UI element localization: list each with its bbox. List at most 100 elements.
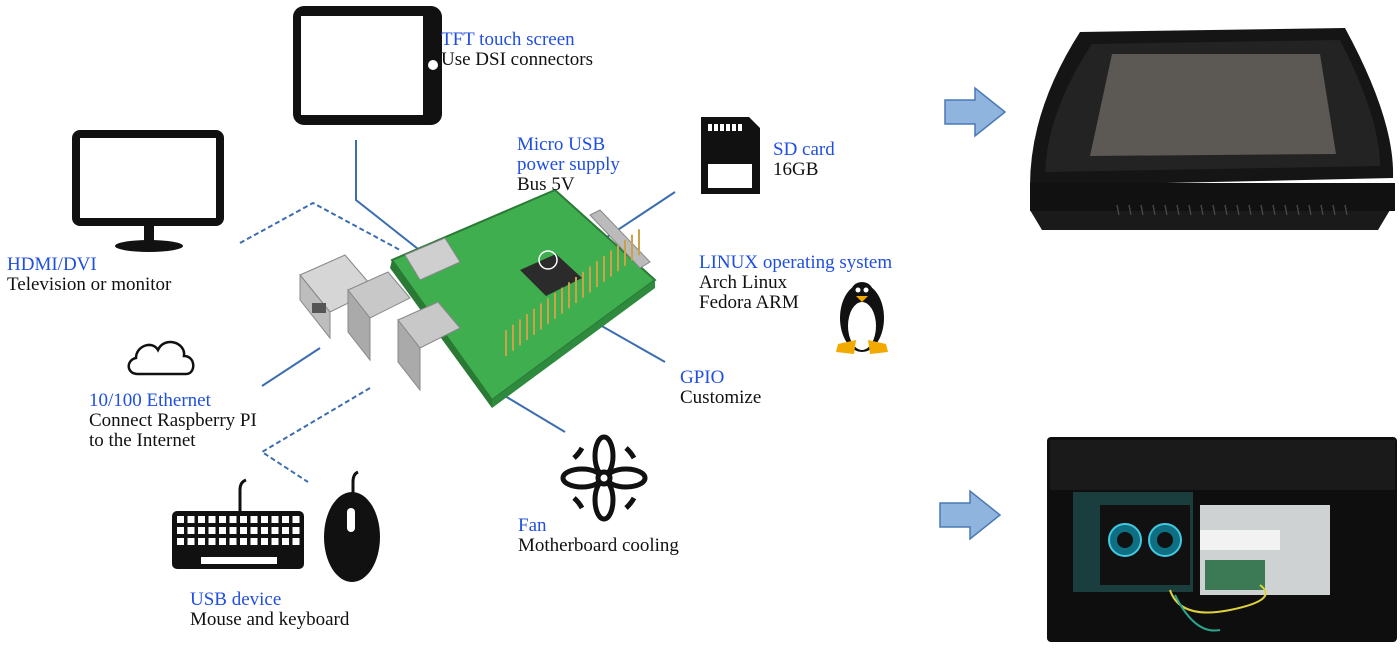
- keyboard-key: [198, 527, 205, 534]
- vent-slot: [1200, 204, 1204, 216]
- gpio-pin: [547, 298, 549, 325]
- vent-slot: [1164, 204, 1168, 216]
- gpio-pin: [575, 277, 577, 303]
- raspberry-pi-board: [299, 188, 657, 408]
- gpio-pin: [631, 234, 633, 261]
- sd-subtitle: 16GB: [773, 158, 819, 180]
- sd-label: SD card 16GB: [773, 140, 835, 180]
- ethernet-connector: [261, 347, 321, 387]
- vent-slot: [1152, 204, 1156, 216]
- keyboard-key: [271, 516, 279, 523]
- vent-slot: [1332, 204, 1336, 216]
- linux-title: LINUX operating system: [699, 252, 893, 273]
- vent-slot: [1248, 204, 1252, 216]
- gpio-pin: [596, 261, 598, 288]
- linux-subtitle-2: Fedora ARM: [699, 291, 799, 313]
- gpio-title: GPIO: [680, 367, 725, 388]
- keyboard-key: [282, 527, 289, 534]
- keyboard-key: [177, 516, 184, 523]
- tft-title: TFT touch screen: [441, 29, 575, 50]
- sd-title: SD card: [773, 139, 835, 160]
- gpio-connector: [599, 324, 666, 363]
- usb-power-label: Micro USB power supply Bus 5V: [517, 135, 620, 195]
- keyboard-key: [261, 538, 268, 545]
- gpio-pin: [617, 245, 619, 272]
- keyboard-key: [187, 538, 195, 545]
- vent-slot: [1344, 204, 1348, 216]
- keyboard-key: [261, 516, 268, 523]
- keyboard-key: [219, 527, 226, 534]
- vent-slot: [1188, 204, 1192, 216]
- keyboard-key: [219, 516, 226, 523]
- usb-device-title: USB device: [190, 589, 282, 610]
- keyboard-key: [261, 527, 268, 534]
- keyboard-key: [208, 538, 216, 545]
- vent-slot: [1128, 204, 1132, 216]
- keyboard-key: [250, 538, 258, 545]
- keyboard-key: [187, 516, 195, 523]
- gpio-pin: [540, 303, 542, 330]
- usb-device-label: USB device Mouse and keyboard: [190, 590, 349, 630]
- keyboard-key: [292, 538, 300, 545]
- fan-icon: [560, 434, 648, 522]
- monitor-icon: [72, 130, 224, 252]
- linux-label: LINUX operating system Arch Linux Fedora…: [699, 253, 892, 313]
- vent-slot: [1296, 204, 1300, 216]
- gpio-pin: [568, 282, 570, 309]
- keyboard-key: [208, 516, 216, 523]
- keyboard-key: [198, 538, 205, 545]
- vent-slot: [1224, 204, 1228, 216]
- gpio-pin: [533, 308, 535, 335]
- sd-connector: [594, 191, 676, 246]
- gpio-pin: [554, 292, 556, 319]
- sd-card-icon: [701, 117, 760, 194]
- usb-device-subtitle: Mouse and keyboard: [190, 608, 350, 630]
- right-arrow-icon: [944, 86, 1007, 138]
- gpio-pin: [561, 287, 563, 314]
- gpio-pin: [526, 314, 528, 341]
- gpio-pin: [589, 266, 591, 293]
- keyboard-key: [292, 516, 300, 523]
- assembled-device-photo: [1030, 28, 1395, 230]
- ethernet-title: 10/100 Ethernet: [89, 390, 211, 411]
- gpio-pin: [512, 324, 514, 351]
- linux-subtitle-1: Arch Linux: [699, 271, 788, 293]
- keyboard-key: [271, 538, 279, 545]
- keyboard-icon: [172, 478, 304, 569]
- fan-subtitle: Motherboard cooling: [518, 534, 679, 556]
- vent-slot: [1236, 204, 1240, 216]
- keyboard-key: [229, 538, 237, 545]
- keyboard-key: [177, 527, 184, 534]
- gpio-label: GPIO Customize: [680, 368, 761, 408]
- vent-slot: [1272, 204, 1276, 216]
- gpio-pin: [505, 330, 507, 356]
- gpio-subtitle: Customize: [680, 386, 762, 408]
- keyboard-key: [292, 527, 300, 534]
- usb-power-title-line2: power supply: [517, 153, 620, 175]
- ethernet-subtitle-1: Connect Raspberry PI: [89, 409, 257, 431]
- linux-penguin-icon: [836, 282, 888, 354]
- usb-power-subtitle: Bus 5V: [517, 173, 575, 195]
- gpio-pin: [582, 271, 584, 298]
- gpio-pin: [610, 250, 612, 277]
- fan-title: Fan: [518, 515, 547, 536]
- hdmi-label: HDMI/DVI Television or monitor: [7, 255, 171, 295]
- gpio-pin: [603, 255, 605, 282]
- keyboard-key: [240, 516, 247, 523]
- tft-subtitle: Use DSI connectors: [441, 48, 593, 70]
- keyboard-key: [250, 516, 258, 523]
- mouse-icon: [324, 470, 380, 582]
- usb-power-title-line1: Micro USB: [517, 134, 606, 155]
- tablet-icon: [293, 6, 442, 125]
- keyboard-key: [229, 527, 237, 534]
- hdmi-title: HDMI/DVI: [7, 254, 97, 275]
- gpio-pin: [519, 319, 521, 346]
- usb-device-connector: [260, 387, 371, 483]
- keyboard-key: [240, 527, 247, 534]
- keyboard-key: [219, 538, 226, 545]
- tft-label: TFT touch screen Use DSI connectors: [441, 30, 593, 70]
- vent-slot: [1284, 204, 1288, 216]
- right-arrow-icon: [939, 489, 1002, 541]
- hdmi-connector: [239, 201, 401, 251]
